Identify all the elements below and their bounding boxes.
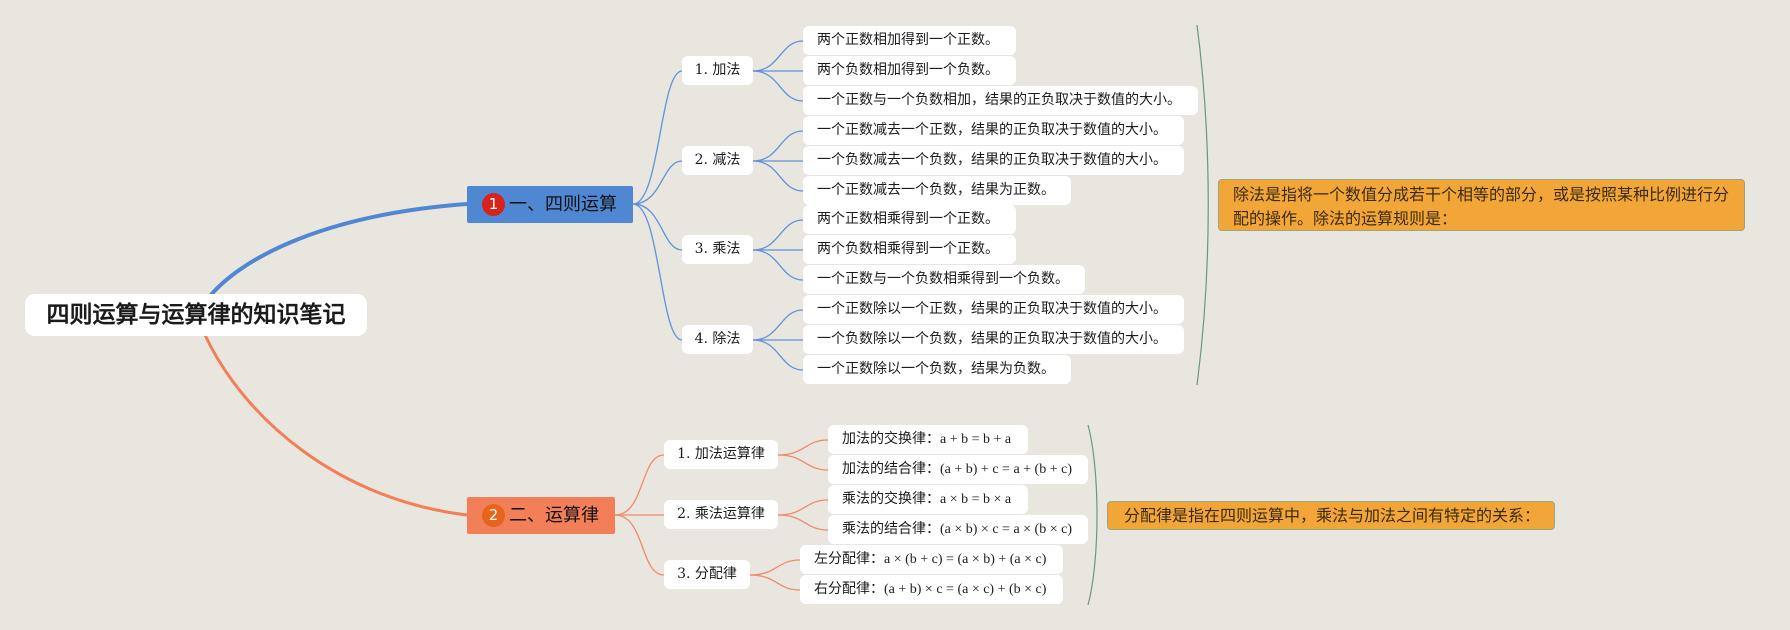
subtopic-addition-laws[interactable]: 1. 加法运算律 xyxy=(664,440,778,469)
leaf-item[interactable]: 加法的结合律：(a + b) + c = a + (b + c) xyxy=(828,455,1088,484)
leaf-item[interactable]: 两个负数相加得到一个负数。 xyxy=(803,56,1016,85)
root-topic[interactable]: 四则运算与运算律的知识笔记 xyxy=(25,294,367,336)
law-formula: (a + b) × c = (a × c) + (b × c) xyxy=(884,582,1047,597)
law-formula: a × (b + c) = (a × b) + (a × c) xyxy=(884,552,1047,567)
leaf-item[interactable]: 两个正数相加得到一个正数。 xyxy=(803,26,1016,55)
leaf-item[interactable]: 乘法的结合律：(a × b) × c = a × (b × c) xyxy=(828,515,1088,544)
leaf-item[interactable]: 加法的交换律：a + b = b + a xyxy=(828,425,1028,454)
law-formula: (a × b) × c = a × (b × c) xyxy=(940,522,1072,537)
law-formula: a + b = b + a xyxy=(940,432,1012,447)
leaf-item[interactable]: 一个正数与一个负数相乘得到一个负数。 xyxy=(803,265,1085,294)
law-name: 右分配律： xyxy=(814,581,884,597)
section-number-badge: 1 xyxy=(482,193,505,216)
subtopic-multiplication[interactable]: 3. 乘法 xyxy=(682,235,753,264)
subtopic-distributive-law[interactable]: 3. 分配律 xyxy=(664,560,750,589)
law-name: 加法的交换律： xyxy=(842,431,940,447)
section-operation-laws[interactable]: 2 二、运算律 xyxy=(467,497,615,534)
leaf-item[interactable]: 乘法的交换律：a × b = b × a xyxy=(828,485,1028,514)
leaf-item[interactable]: 两个负数相乘得到一个正数。 xyxy=(803,235,1016,264)
law-name: 乘法的交换律： xyxy=(842,491,940,507)
law-name: 左分配律： xyxy=(814,551,884,567)
leaf-item[interactable]: 一个正数与一个负数相加，结果的正负取决于数值的大小。 xyxy=(803,86,1198,115)
leaf-item[interactable]: 一个负数除以一个负数，结果的正负取决于数值的大小。 xyxy=(803,325,1184,354)
leaf-item[interactable]: 两个正数相乘得到一个正数。 xyxy=(803,205,1016,234)
leaf-item[interactable]: 一个负数减去一个负数，结果的正负取决于数值的大小。 xyxy=(803,146,1184,175)
section-number-badge: 2 xyxy=(482,504,505,527)
subtopic-subtraction[interactable]: 2. 减法 xyxy=(682,146,753,175)
subtopic-division[interactable]: 4. 除法 xyxy=(682,325,753,354)
law-name: 乘法的结合律： xyxy=(842,521,940,537)
summary-note-division[interactable]: 除法是指将一个数值分成若干个相等的部分，或是按照某种比例进行分配的操作。除法的运… xyxy=(1218,179,1745,231)
subtopic-addition[interactable]: 1. 加法 xyxy=(682,56,753,85)
law-name: 加法的结合律： xyxy=(842,461,940,477)
law-formula: a × b = b × a xyxy=(940,492,1012,507)
leaf-item[interactable]: 一个正数减去一个正数，结果的正负取决于数值的大小。 xyxy=(803,116,1184,145)
leaf-item[interactable]: 左分配律：a × (b + c) = (a × b) + (a × c) xyxy=(800,545,1063,574)
leaf-item[interactable]: 一个正数减去一个负数，结果为正数。 xyxy=(803,176,1071,205)
leaf-item[interactable]: 一个正数除以一个负数，结果为负数。 xyxy=(803,355,1071,384)
subtopic-multiplication-laws[interactable]: 2. 乘法运算律 xyxy=(664,500,778,529)
section-four-operations[interactable]: 1 一、四则运算 xyxy=(467,186,633,223)
section-title: 二、运算律 xyxy=(509,505,599,526)
leaf-item[interactable]: 右分配律：(a + b) × c = (a × c) + (b × c) xyxy=(800,575,1063,604)
section-title: 一、四则运算 xyxy=(509,194,617,215)
summary-note-distributive[interactable]: 分配律是指在四则运算中，乘法与加法之间有特定的关系： xyxy=(1107,501,1555,530)
leaf-item[interactable]: 一个正数除以一个正数，结果的正负取决于数值的大小。 xyxy=(803,295,1184,324)
law-formula: (a + b) + c = a + (b + c) xyxy=(940,462,1072,477)
